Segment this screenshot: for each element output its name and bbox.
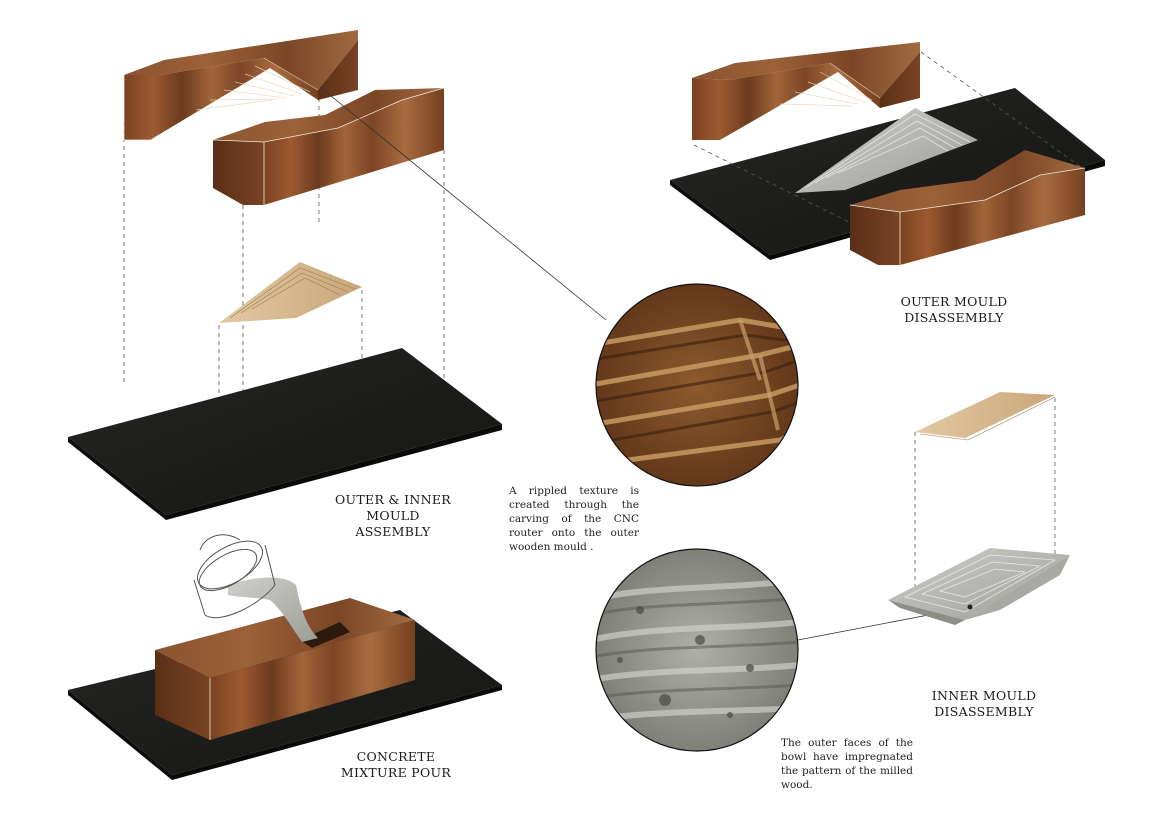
outer-mould-back-half	[123, 30, 358, 141]
assembly-base-slab	[68, 348, 502, 520]
assembly-stage	[68, 30, 607, 520]
inner-mould-removed	[915, 392, 1056, 441]
concrete-texture-closeup	[595, 548, 971, 752]
outer-mould-front-half	[212, 87, 445, 205]
inner-mould-piece	[219, 262, 362, 323]
label-assembly: OUTER & INNER MOULD ASSEMBLY	[335, 492, 451, 539]
inner-disassembly-stage	[888, 392, 1070, 625]
wood-texture-leader	[319, 86, 607, 321]
concrete-bowl-upturned	[795, 108, 978, 193]
note-concrete-texture: The outer faces of the bowl have impregn…	[781, 737, 913, 791]
outer-disassembly-stage	[670, 42, 1105, 265]
label-inner-disassembly: INNER MOULD DISASSEMBLY	[931, 688, 1037, 719]
label-pour: CONCRETE MIXTURE POUR	[340, 749, 452, 780]
concrete-stream	[228, 577, 318, 642]
outer-mould-back-removed	[692, 42, 920, 140]
label-outer-disassembly: OUTER MOULD DISASSEMBLY	[900, 294, 1008, 325]
bucket-icon	[193, 534, 276, 619]
wood-texture-closeup	[595, 283, 799, 487]
pour-stage	[68, 534, 502, 780]
note-wood-texture: A rippled texture is created through the…	[509, 485, 639, 553]
concrete-bowl-finished	[888, 548, 1070, 625]
outer-mould-front-removed	[849, 150, 1086, 265]
closed-mould-block	[155, 598, 415, 740]
